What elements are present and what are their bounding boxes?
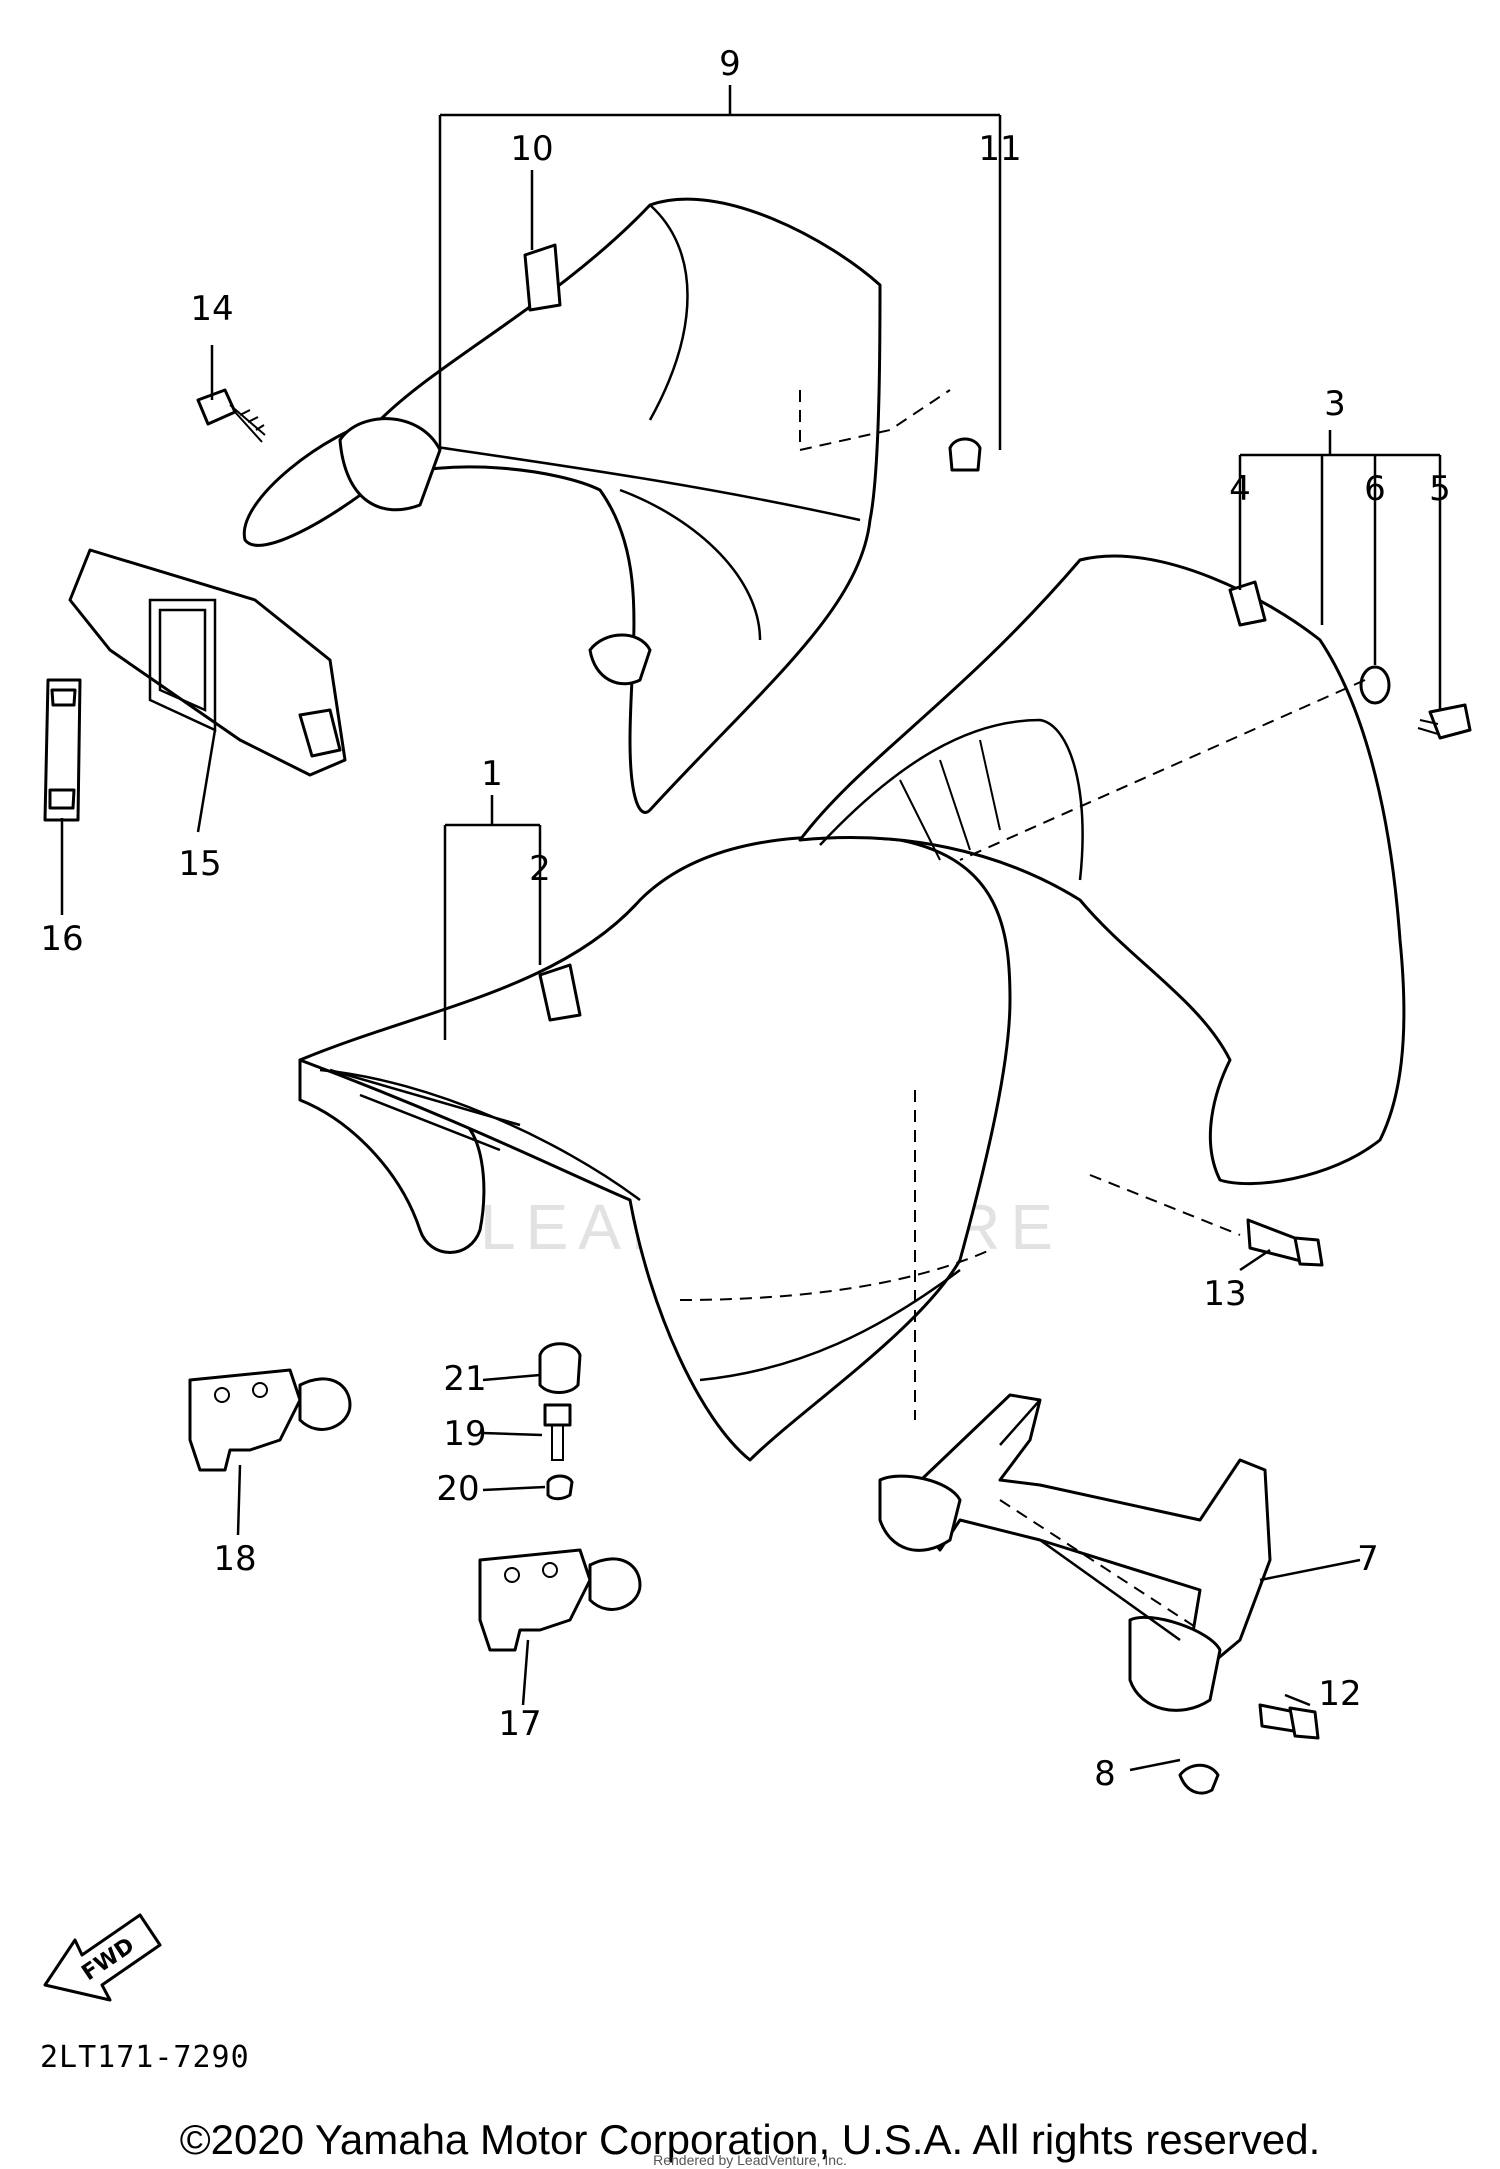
diagram-code: 2LT171-7290 [40,2040,250,2075]
seat-lock-18-part[interactable] [188,1368,352,1472]
callout-18: 18 [213,1539,256,1579]
copyright-text: ©2020 Yamaha Motor Corporation, U.S.A. A… [179,2116,1321,2163]
callout-14: 14 [190,289,233,329]
forward-arrow-icon: FWD [43,1913,162,2002]
rear-cowl-part[interactable] [798,554,1406,1186]
callout-19: 19 [443,1414,486,1454]
callout-21: 21 [443,1359,486,1399]
alignment-line [1089,1174,1241,1236]
callout-10: 10 [510,129,553,169]
callout-4: 4 [1229,469,1251,509]
callout-12: 12 [1318,1674,1361,1714]
callout-9: 9 [719,44,741,84]
screw-19-part[interactable] [543,1403,572,1461]
cap-21-part[interactable] [538,1342,582,1394]
callout-6: 6 [1364,469,1386,509]
callout-5: 5 [1429,469,1451,509]
alignment-line [959,679,1366,861]
callout-2: 2 [529,849,551,889]
main-seat-part[interactable] [298,835,1012,1462]
callout-13: 13 [1203,1274,1246,1314]
washer-6-part[interactable] [1359,665,1391,705]
callout-8: 8 [1094,1754,1116,1794]
callout-1: 1 [481,754,503,794]
callout-7: 7 [1357,1539,1379,1579]
bolt-14-part[interactable] [196,388,266,443]
bolt-13-part[interactable] [1246,1218,1324,1267]
callout-20: 20 [436,1469,479,1509]
bracket-plate-15-part[interactable] [68,548,347,777]
bolt-12-part[interactable] [1258,1703,1320,1740]
renderer-note: Rendered by LeadVenture, Inc. [653,2152,847,2168]
nut-8-part[interactable] [1178,1763,1220,1795]
seat-lock-17-part[interactable] [478,1548,642,1652]
callout-15: 15 [178,844,221,884]
strap-16-part[interactable] [43,678,82,822]
nut-20-part[interactable] [546,1474,574,1501]
rear-seat-part[interactable] [242,197,982,814]
seat-bracket-7-part[interactable] [878,1090,1272,1712]
callout-3: 3 [1324,384,1346,424]
callout-16: 16 [40,919,83,959]
callout-11: 11 [978,129,1021,169]
callout-17: 17 [498,1704,541,1744]
screw-5-part[interactable] [1417,703,1472,740]
